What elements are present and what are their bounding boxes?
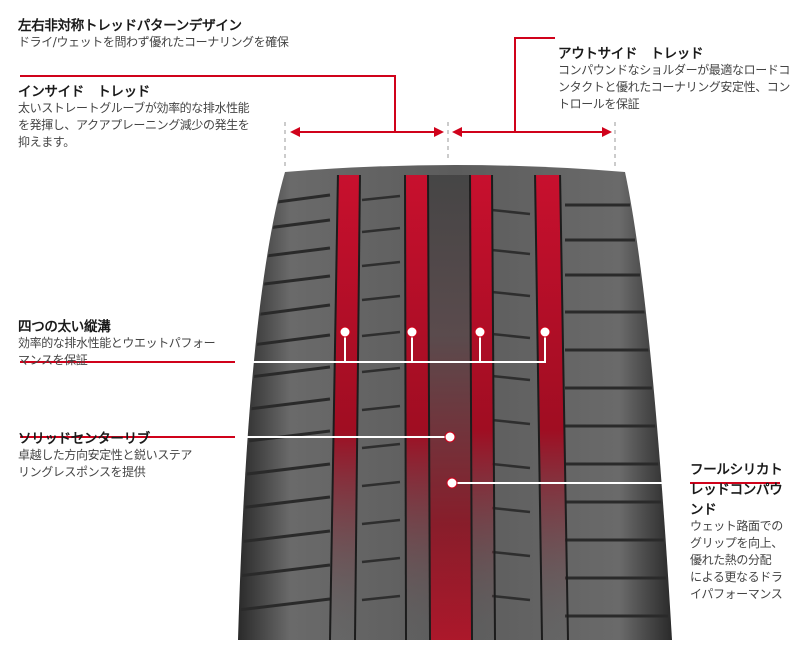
outside-desc-line: トロールを保証: [558, 97, 640, 111]
silica-desc-line: イパフォーマンス: [690, 587, 783, 601]
groove-4: [535, 175, 568, 640]
center-rib-label: ソリッドセンターリブ 卓越した方向安定性と鋭いステア リングレスポンスを提供: [18, 427, 233, 481]
rib-sipes: [361, 194, 531, 602]
silica-desc-line: ウェット路面での: [690, 519, 783, 533]
outside-desc-line: コンパウンドなショルダーが最適なロードコ: [558, 63, 791, 77]
center-rib: [428, 175, 472, 640]
pointer-dots: [339, 326, 551, 489]
inside-title: インサイド トレッド: [18, 84, 150, 100]
rib-desc-line: リングレスポンスを提供: [18, 465, 146, 479]
inside-desc-line: 抑えます。: [18, 135, 75, 149]
outside-title: アウトサイド トレッド: [558, 46, 704, 62]
inside-desc-line: 太いストレートグルーブが効率的な排水性能: [18, 101, 250, 115]
asymmetric-title: 左右非対称トレッドパターンデザイン: [18, 18, 242, 34]
arrowheads: [290, 127, 612, 137]
rib-title: ソリッドセンターリブ: [18, 431, 150, 447]
groove-edges: [329, 175, 569, 640]
groove-3: [470, 175, 495, 640]
outside-desc-line: ンタクトと優れたコーナリング安定性、コン: [558, 80, 791, 94]
right-shoulder-sipes: [565, 203, 668, 618]
outside-tread-label: アウトサイド トレッド コンパウンドなショルダーが最適なロードコ ンタクトと優れ…: [558, 42, 798, 113]
silica-desc-line: による更なるドラ: [690, 570, 783, 584]
silica-title-line: ンド: [690, 502, 717, 518]
tread-guides: [284, 122, 616, 170]
grooves-title: 四つの太い縦溝: [18, 319, 111, 335]
asymmetric-pattern-label: 左右非対称トレッドパターンデザイン ドライ/ウェットを問わず優れたコーナリングを…: [18, 14, 438, 51]
grooves-desc-line: 効率的な排水性能とウエットパフォー: [18, 336, 216, 350]
grooves-desc-line: マンスを保証: [18, 353, 88, 367]
outside-callout-line: [514, 37, 555, 132]
groove-1: [330, 175, 360, 640]
groove-2: [405, 175, 430, 640]
four-grooves-label: 四つの太い縦溝 効率的な排水性能とウエットパフォー マンスを保証: [18, 315, 233, 369]
silica-desc-line: グリップを向上、: [690, 536, 783, 550]
silica-title-line: レッドコンパウ: [690, 482, 783, 498]
inside-callout-line: [20, 75, 396, 132]
pointer-lines: [235, 333, 690, 484]
inside-tread-label: インサイド トレッド 太いストレートグルーブが効率的な排水性能 を発揮し、アクア…: [18, 80, 288, 151]
silica-title-line: フールシリカト: [690, 462, 783, 478]
silica-compound-label: フールシリカト レッドコンパウ ンド ウェット路面での グリップを向上、 優れた…: [690, 458, 798, 603]
callout-lines: [20, 37, 780, 484]
asymmetric-desc-line: ドライ/ウェットを問わず優れたコーナリングを確保: [18, 35, 289, 49]
silica-desc-line: 優れた熱の分配: [690, 553, 772, 567]
rib-desc-line: 卓越した方向安定性と鋭いステア: [18, 448, 193, 462]
inside-desc-line: を発揮し、アクアプレーニング減少の発生を: [18, 118, 250, 132]
